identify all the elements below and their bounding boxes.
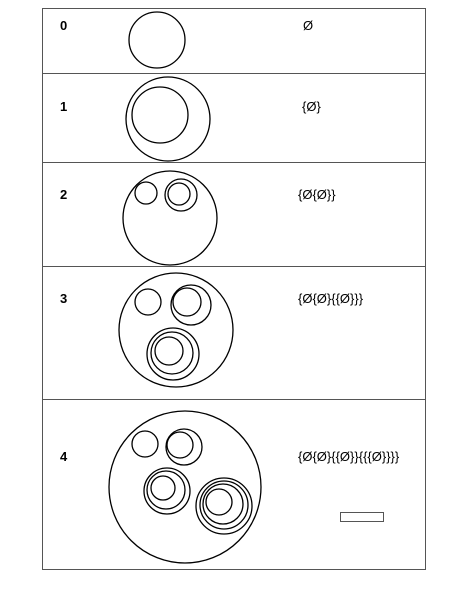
set-circle-outer (125, 76, 211, 162)
blank-input-box[interactable] (340, 512, 384, 522)
row-3-circles (118, 272, 234, 388)
row-1-number: 1 (60, 99, 67, 114)
set-circle-two-outer (143, 467, 191, 515)
set-circle-one-inner (166, 431, 194, 459)
set-circle-empty (134, 181, 158, 205)
set-circle-one-inner (167, 182, 191, 206)
row-1-set-notation: {Ø} (302, 99, 321, 114)
set-circle-empty (131, 86, 189, 144)
set-circle-outer (118, 272, 234, 388)
set-circle-one-outer (164, 178, 198, 212)
row-4: 4 {Ø{Ø}{{Ø}}{{{Ø}}}} (60, 410, 400, 564)
set-circle-outer (122, 170, 218, 266)
row-1: 1 {Ø} (60, 76, 321, 162)
set-circle-one-outer (165, 428, 203, 466)
row-4-number: 4 (60, 449, 68, 464)
row-4-set-notation: {Ø{Ø}{{Ø}}{{{Ø}}}} (298, 449, 400, 464)
row-0-set-notation: Ø (303, 18, 313, 33)
set-circle-empty (134, 288, 162, 316)
set-circle (128, 11, 186, 69)
set-circle-three-inner (205, 488, 233, 516)
set-circle-outer (108, 410, 262, 564)
set-circle-two-outer (146, 327, 200, 381)
set-circle-three-outer (195, 477, 253, 535)
row-2: 2 {Ø{Ø}} (60, 170, 336, 266)
row-3-set-notation: {Ø{Ø}{{Ø}}} (298, 291, 364, 306)
table-frame (42, 8, 426, 570)
set-circle-two-middle (150, 331, 194, 375)
row-4-circles (108, 410, 262, 564)
set-circle-two-middle (146, 470, 186, 510)
row-3: 3 {Ø{Ø}{{Ø}}} (60, 272, 364, 388)
set-circle-two-inner (150, 475, 176, 501)
row-1-circles (125, 76, 211, 162)
set-circle-three-layer-2 (199, 480, 249, 530)
row-0-number: 0 (60, 18, 67, 33)
row-0-circles (128, 11, 186, 69)
row-2-set-notation: {Ø{Ø}} (298, 187, 336, 202)
set-circle-two-inner (154, 336, 184, 366)
set-circle-one-outer (170, 284, 212, 326)
row-2-number: 2 (60, 187, 67, 202)
row-0: 0 Ø (60, 11, 313, 69)
set-circle-one-inner (172, 287, 202, 317)
set-circle-three-layer-3 (202, 483, 244, 525)
set-circle-empty (131, 430, 159, 458)
row-3-number: 3 (60, 291, 67, 306)
row-2-circles (122, 170, 218, 266)
